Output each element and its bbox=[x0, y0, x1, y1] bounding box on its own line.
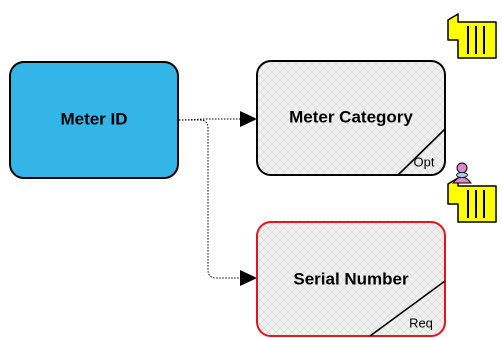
corner-divider bbox=[397, 128, 446, 176]
node-box bbox=[256, 221, 446, 337]
edge-line bbox=[179, 119, 240, 279]
node-box bbox=[9, 61, 179, 179]
node-label: Serial Number bbox=[293, 269, 409, 288]
arrowhead-icon bbox=[240, 111, 257, 127]
note-icon[interactable] bbox=[447, 13, 497, 59]
node-label: Meter ID bbox=[60, 109, 127, 128]
corner-divider bbox=[369, 280, 446, 337]
node-meter-id[interactable]: Meter ID bbox=[9, 61, 179, 179]
node-label: Meter Category bbox=[289, 107, 413, 126]
person-note-icon[interactable] bbox=[447, 162, 497, 223]
edge-meter-id-to-meter-category bbox=[178, 111, 257, 127]
arrowhead-icon bbox=[240, 270, 257, 286]
edge-meter-id-to-serial-number bbox=[179, 119, 257, 286]
node-box bbox=[256, 60, 446, 176]
required-indicator: Req bbox=[409, 315, 433, 330]
optional-indicator: Opt bbox=[414, 154, 435, 169]
node-meter-category[interactable]: Meter Category Opt bbox=[256, 60, 446, 176]
person-icon bbox=[451, 162, 473, 184]
node-serial-number[interactable]: Serial Number Req bbox=[256, 221, 446, 337]
